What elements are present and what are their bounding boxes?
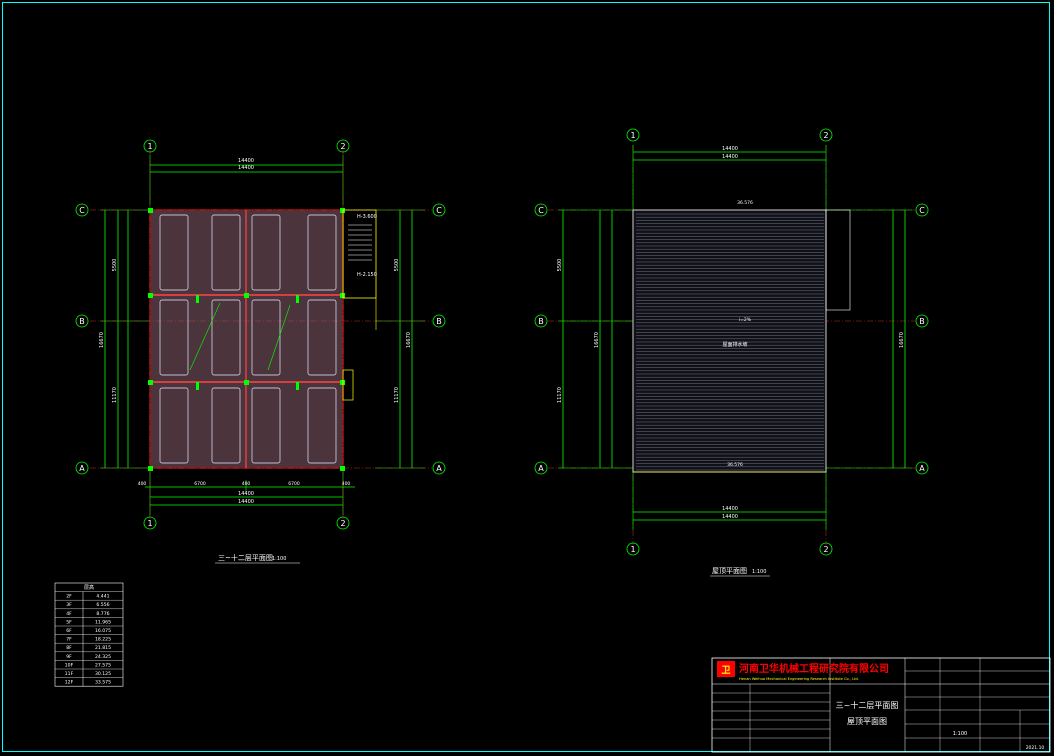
left-bubble-top-2: 2: [340, 142, 345, 151]
title-block: 卫 河南卫华机械工程研究院有限公司 Henan Weihua Mechanica…: [711, 657, 1051, 753]
right-grid-bubbles: 1 2 1 2 C B A C B A: [534, 128, 929, 556]
level-table-elevation: 30.125: [95, 671, 111, 677]
level-table-floor: 11F: [65, 671, 74, 677]
company-logo: [717, 661, 735, 677]
right-bubble-left-c: C: [538, 206, 544, 215]
left-bubble-right-b: B: [436, 317, 442, 326]
left-dim-bottom-outer: 14400: [238, 491, 254, 497]
left-dim-right-upper: 5500: [394, 259, 400, 272]
level-table-elevation: 6.556: [96, 602, 109, 608]
level-table-floor: 12F: [65, 680, 74, 686]
right-bubble-left-b: B: [538, 317, 544, 326]
right-dim-bottom-inner: 14400: [722, 514, 738, 520]
left-bubble-right-a: A: [436, 464, 442, 473]
right-dim-top-outer: 14400: [722, 146, 738, 152]
left-bubble-right-c: C: [436, 206, 442, 215]
title-block-year: 2021.10: [1026, 745, 1045, 751]
left-bubble-bottom-2: 2: [340, 519, 345, 528]
left-equipment-layout: [159, 214, 337, 464]
left-bubble-top-1: 1: [147, 142, 152, 151]
roof-note: 屋面排水坡: [722, 341, 747, 348]
level-table: 层高 2F 4.441 3F 6.556 4F 8.776 5F 11.965 6F 16.075 7…: [54, 582, 124, 687]
level-table-elevation: 33.575: [95, 680, 111, 686]
level-table-elevation: 16.075: [95, 628, 111, 634]
left-dim-right-total: 16670: [406, 332, 412, 348]
right-bubble-right-a: A: [919, 464, 925, 473]
left-column-markers: [148, 208, 345, 471]
level-table-elevation: 24.325: [95, 654, 111, 660]
right-dim-bottom-outer: 14400: [722, 506, 738, 512]
right-roof-plan: 14400 14400 14400 14400 5500 11170 16670: [534, 128, 929, 577]
left-dim-seg-4: 400: [342, 481, 351, 487]
left-dim-left-upper: 5500: [112, 259, 118, 272]
level-table-elevation: 4.441: [96, 594, 109, 600]
stair-steps: [348, 224, 372, 261]
stair-label-top: H-3.600: [357, 214, 377, 220]
left-grid-bubbles: 1 2 1 2 C B A C B A: [75, 139, 446, 530]
right-dim-top-inner: 14400: [722, 154, 738, 160]
left-dim-left-total: 16670: [99, 332, 105, 348]
right-bubble-right-b: B: [919, 317, 925, 326]
level-table-elevation: 8.776: [96, 611, 109, 617]
company-logo-mark: 卫: [721, 665, 730, 676]
left-dim-left-lower: 11170: [112, 387, 118, 403]
left-dim-seg-0: 400: [138, 481, 147, 487]
title-block-scale: 1:100: [953, 731, 967, 737]
drawing-title-1: 三~十二层平面图: [836, 700, 899, 710]
roof-hatch-lines: [636, 213, 824, 471]
right-dim-left-total: 16670: [594, 332, 600, 348]
left-dim-top-outer: 14400: [238, 158, 254, 164]
level-table-floor: 8F: [66, 645, 72, 651]
left-floor-plan: 14400 14400 400 6700 400 6700 400 14400 …: [75, 139, 446, 564]
right-dim-left-lower: 11170: [557, 387, 563, 403]
right-plan-scale: 1:100: [752, 569, 766, 575]
left-dim-seg-1: 6700: [194, 481, 206, 487]
right-dim-left-upper: 5500: [557, 259, 563, 272]
right-bubble-bottom-2: 2: [823, 545, 828, 554]
left-bubble-left-a: A: [79, 464, 85, 473]
level-table-floor: 10F: [65, 662, 74, 668]
right-bubble-right-c: C: [919, 206, 925, 215]
company-name-en: Henan Weihua Mechanical Engineering Rese…: [739, 677, 859, 681]
roof-slope-note: i=2%: [739, 317, 752, 323]
right-bubble-top-1: 1: [630, 131, 635, 140]
level-table-floor: 6F: [66, 628, 72, 634]
drawing-title-2: 屋顶平面图: [847, 717, 887, 726]
level-table-elevation: 11.965: [95, 619, 111, 625]
right-bubble-top-2: 2: [823, 131, 828, 140]
left-dim-right-lower: 11170: [394, 387, 400, 403]
level-table-floor: 9F: [66, 654, 72, 660]
stair-label-bottom: H-2.150: [357, 272, 377, 278]
company-name-cn: 河南卫华机械工程研究院有限公司: [739, 662, 889, 675]
level-table-elevation: 27.575: [95, 662, 111, 668]
roof-elev-top: 36.576: [737, 200, 753, 206]
level-table-floor: 2F: [66, 594, 72, 600]
left-dim-seg-3: 6700: [288, 481, 300, 487]
left-plan-title: 三~十二层平面图: [218, 553, 273, 562]
left-dim-bottom-inner: 14400: [238, 499, 254, 505]
level-table-header: 层高: [84, 584, 94, 591]
roof-elev-bottom: 36.576: [727, 462, 743, 468]
right-bubble-bottom-1: 1: [630, 545, 635, 554]
level-table-floor: 7F: [66, 637, 72, 643]
level-table-floor: 3F: [66, 602, 72, 608]
left-dim-seg-2: 400: [242, 481, 251, 487]
left-dim-top-inner: 14400: [238, 165, 254, 171]
level-table-elevation: 18.225: [95, 637, 111, 643]
level-table-floor: 5F: [66, 619, 72, 625]
right-dim-right-total: 16670: [899, 332, 905, 348]
level-table-elevation: 21.815: [95, 645, 111, 651]
right-plan-title: 屋顶平面图: [712, 567, 747, 575]
left-bubble-left-b: B: [79, 317, 85, 326]
left-bubble-left-c: C: [79, 206, 85, 215]
level-table-floor: 4F: [66, 611, 72, 617]
left-plan-scale: 1:100: [272, 556, 286, 562]
right-bubble-left-a: A: [538, 464, 544, 473]
left-bubble-bottom-1: 1: [147, 519, 152, 528]
